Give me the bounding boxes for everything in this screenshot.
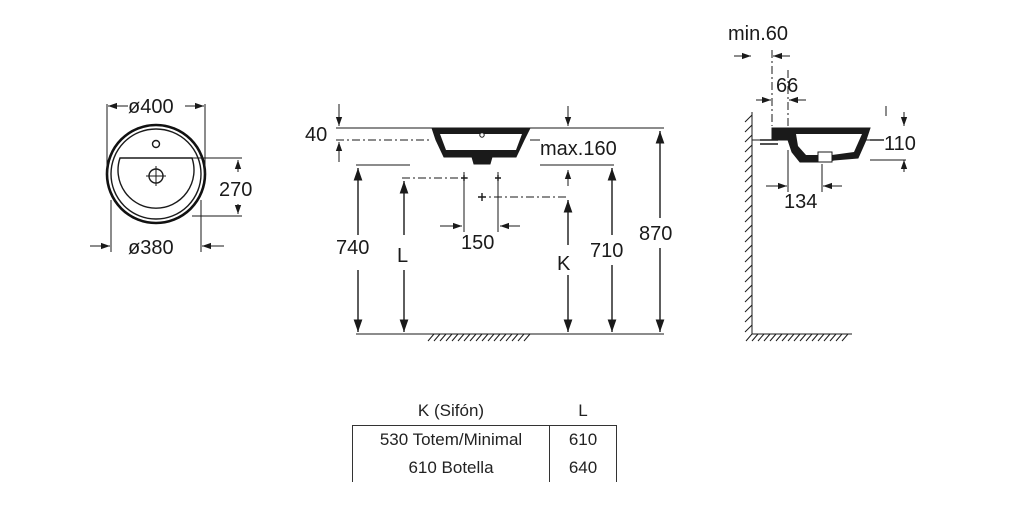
- dim-rim-height: 40: [305, 124, 327, 146]
- dim-offset: 66: [776, 75, 798, 97]
- label-L: L: [397, 245, 408, 267]
- dim-inner-diameter: ø380: [128, 237, 174, 259]
- header-l: L: [549, 397, 617, 426]
- trap-point-left: [461, 175, 467, 181]
- bowl-outline: [117, 157, 195, 209]
- wall-hatch: [744, 114, 753, 333]
- dim-height-740: 740: [336, 237, 369, 259]
- cell-l: 610: [549, 425, 617, 454]
- label-K: K: [557, 253, 571, 275]
- basin-inner-rim: [110, 128, 202, 220]
- dim-max-thickness: max.160: [540, 138, 617, 160]
- floor-hatch: [427, 333, 531, 342]
- trap-point-right: [495, 175, 501, 181]
- side-view: min.60 66 110 134: [728, 23, 916, 342]
- dim-outer-diameter: ø400: [128, 96, 174, 118]
- front-view: 40 max.160 740 L: [305, 104, 672, 342]
- cell-k: 530 Totem/Minimal: [352, 425, 550, 454]
- dim-height-870: 870: [639, 223, 672, 245]
- cell-k: 610 Botella: [352, 454, 550, 482]
- dim-rim-right: 110: [884, 133, 916, 155]
- siphon-table: K (Sifón) L 530 Totem/Minimal 610 610 Bo…: [352, 397, 617, 482]
- table-row: 530 Totem/Minimal 610: [352, 425, 617, 454]
- dim-depth: 270: [219, 179, 252, 201]
- side-floor-hatch: [745, 333, 849, 342]
- cell-l: 640: [549, 454, 617, 482]
- plan-view: ø400 ø380 270: [90, 96, 252, 259]
- header-k-siphon: K (Sifón): [352, 397, 550, 426]
- table-row: 610 Botella 640: [352, 454, 617, 482]
- dim-trap-spacing: 150: [461, 232, 494, 254]
- dim-waste-offset: 134: [784, 191, 817, 213]
- tap-hole: [151, 139, 161, 149]
- table-header-row: K (Sifón) L: [352, 397, 617, 426]
- dim-height-710: 710: [590, 240, 623, 262]
- dim-min-wall: min.60: [728, 23, 788, 45]
